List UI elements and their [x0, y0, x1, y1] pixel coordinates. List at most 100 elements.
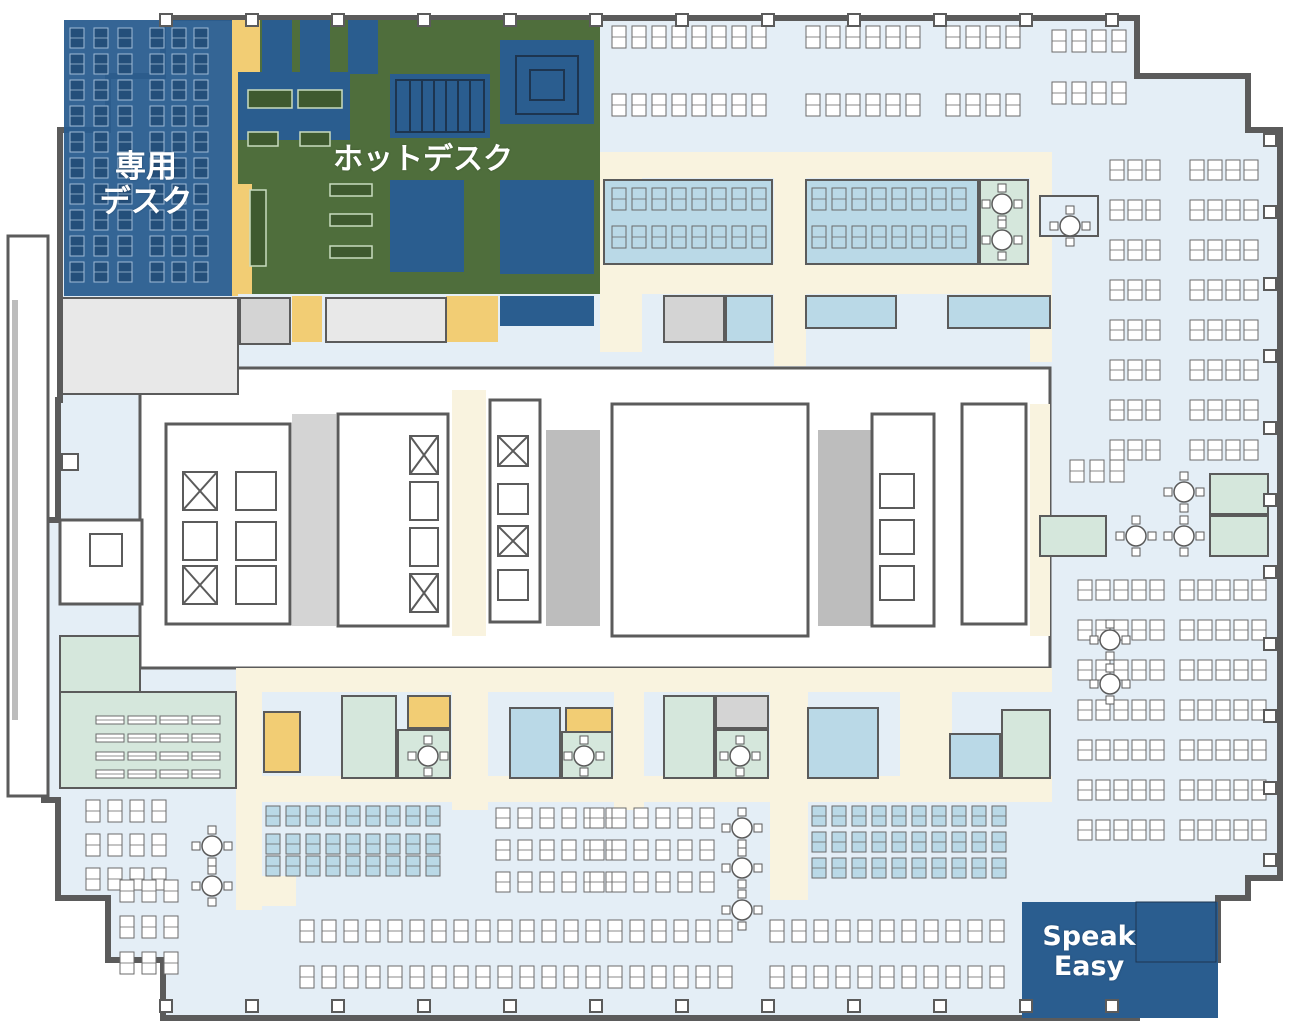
- dedicated-desk: [117, 105, 133, 127]
- dedicated-desk: [171, 131, 187, 153]
- booth-desk: [931, 187, 947, 211]
- desk-clusters: [69, 25, 1267, 989]
- hot-desk-zone: [238, 20, 600, 342]
- booth-desk: [851, 187, 867, 211]
- structural-column: [1105, 13, 1119, 27]
- booth-desk: [385, 833, 401, 855]
- booth-desk: [345, 855, 361, 877]
- desk: [1109, 159, 1125, 181]
- desk: [1113, 699, 1129, 721]
- desk: [825, 93, 841, 117]
- desk: [655, 839, 671, 861]
- dedicated-desk: [117, 261, 133, 283]
- training-table: [127, 733, 157, 743]
- desk: [1095, 779, 1111, 801]
- dedicated-desk: [117, 157, 133, 179]
- desk: [633, 839, 649, 861]
- structural-column: [847, 999, 861, 1013]
- dedicated-desk: [171, 105, 187, 127]
- dedicated-desk: [171, 183, 187, 205]
- desk: [541, 965, 557, 989]
- structural-column: [675, 999, 689, 1013]
- desk: [711, 93, 727, 117]
- desk: [945, 919, 961, 943]
- dedicated-desk: [149, 261, 165, 283]
- desk: [163, 951, 179, 975]
- desk: [1225, 199, 1241, 221]
- desk: [409, 965, 425, 989]
- round-table: [1163, 471, 1205, 513]
- structural-column: [245, 999, 259, 1013]
- booth-desk: [711, 187, 727, 211]
- desk: [1113, 739, 1129, 761]
- booth-desk: [871, 831, 887, 853]
- booth-desk: [345, 833, 361, 855]
- desk: [1071, 29, 1087, 53]
- training-table: [159, 715, 189, 725]
- booth-desk: [911, 805, 927, 827]
- desk: [365, 965, 381, 989]
- desk: [813, 965, 829, 989]
- round-table: [407, 735, 449, 777]
- structural-column: [1263, 565, 1277, 579]
- desk: [1189, 159, 1205, 181]
- desk: [1197, 659, 1213, 681]
- desk: [387, 919, 403, 943]
- desk: [885, 93, 901, 117]
- desk: [835, 965, 851, 989]
- desk: [1109, 199, 1125, 221]
- booth-desk: [631, 187, 647, 211]
- structural-column: [159, 999, 173, 1013]
- desk: [1127, 399, 1143, 421]
- desk: [1051, 81, 1067, 105]
- desk: [989, 965, 1005, 989]
- desk: [1131, 699, 1147, 721]
- desk: [1145, 439, 1161, 461]
- booth-desk: [651, 187, 667, 211]
- booth-desk: [971, 831, 987, 853]
- dedicated-desk: [117, 53, 133, 75]
- desk: [985, 25, 1001, 49]
- desk: [1197, 579, 1213, 601]
- desk: [561, 871, 577, 893]
- desk: [1243, 399, 1259, 421]
- booth-desk: [911, 831, 927, 853]
- booth-desk: [611, 225, 627, 249]
- desk: [1149, 819, 1165, 841]
- booth-desk: [811, 857, 827, 879]
- desk: [1149, 579, 1165, 601]
- desk: [989, 919, 1005, 943]
- desk: [965, 25, 981, 49]
- desk: [1233, 819, 1249, 841]
- desk: [321, 965, 337, 989]
- desk: [1189, 239, 1205, 261]
- desk: [1207, 439, 1223, 461]
- desk: [1215, 699, 1231, 721]
- booth-desk: [831, 225, 847, 249]
- desk: [1243, 359, 1259, 381]
- desk: [475, 965, 491, 989]
- desk: [1127, 159, 1143, 181]
- dedicated-desk: [69, 53, 85, 75]
- dedicated-desk: [171, 209, 187, 231]
- booth-desk: [345, 805, 361, 827]
- structural-column: [245, 13, 259, 27]
- round-table: [1089, 619, 1131, 661]
- desk: [751, 25, 767, 49]
- desk: [677, 807, 693, 829]
- booth-desk: [385, 805, 401, 827]
- booth-desk: [631, 225, 647, 249]
- structural-column: [1263, 493, 1277, 507]
- booth-desk: [991, 857, 1007, 879]
- booth-desk: [691, 225, 707, 249]
- desk: [1149, 619, 1165, 641]
- desk: [1077, 699, 1093, 721]
- desk: [299, 919, 315, 943]
- booth-desk: [285, 833, 301, 855]
- desk: [825, 25, 841, 49]
- structural-column: [503, 13, 517, 27]
- desk: [1111, 81, 1127, 105]
- booth-desk: [651, 225, 667, 249]
- desk: [1109, 399, 1125, 421]
- structural-column: [1263, 781, 1277, 795]
